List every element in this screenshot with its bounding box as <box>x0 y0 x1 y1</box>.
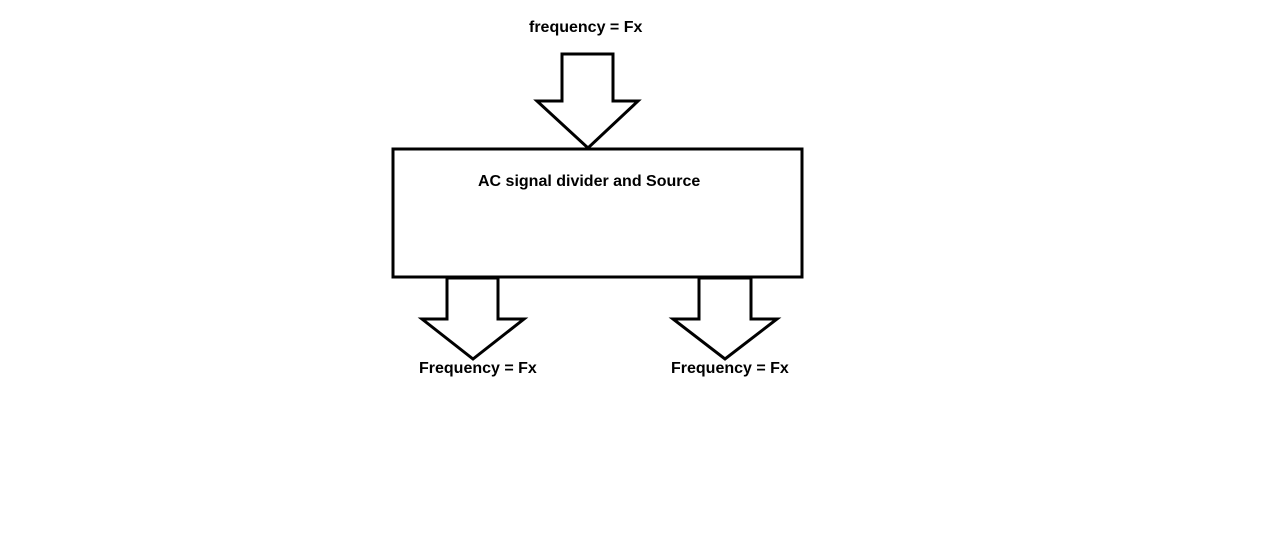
divider-block <box>391 147 804 279</box>
input-frequency-label: frequency = Fx <box>529 19 643 36</box>
divider-block-label: AC signal divider and Source <box>478 173 701 190</box>
output-left-frequency-label: Frequency = Fx <box>419 360 537 377</box>
input-arrow <box>533 52 642 151</box>
output-right-frequency-label: Frequency = Fx <box>671 360 789 377</box>
output-left-arrow <box>417 276 529 361</box>
output-right-arrow <box>668 276 782 361</box>
